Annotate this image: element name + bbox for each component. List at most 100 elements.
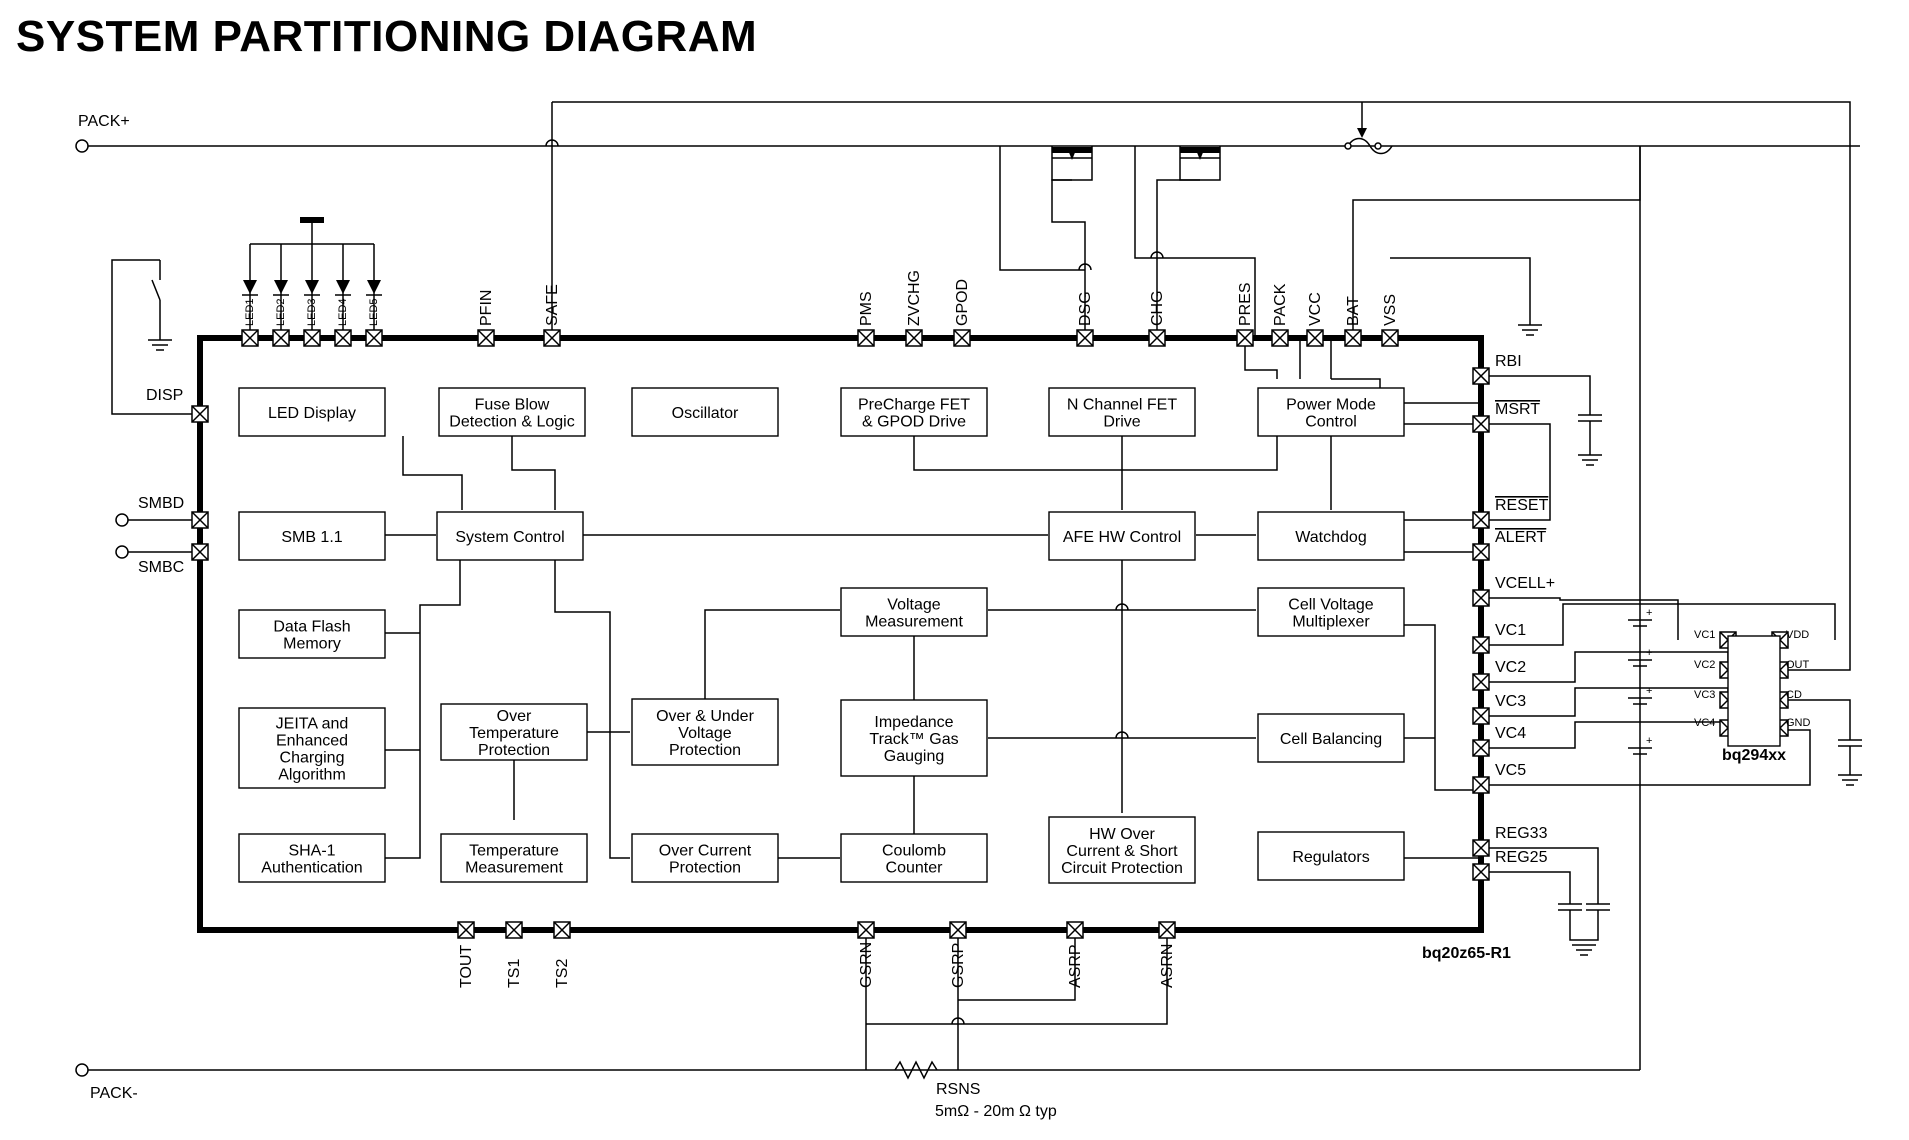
chip-body <box>197 335 1484 933</box>
pin-label-ts2: TS2 <box>554 959 571 988</box>
led-icon <box>243 280 257 294</box>
block-cell-balancing <box>1257 713 1405 763</box>
pin-label-vc2: VC2 <box>1495 659 1526 676</box>
pin-vc3-x2 <box>1472 707 1490 725</box>
vc5-line <box>1481 729 1811 786</box>
pin-led2-x2 <box>272 329 290 347</box>
battery-polarity: + <box>1646 607 1652 619</box>
block-fuse-blow-label: Fuse Blow <box>475 397 550 414</box>
rsns-resistor-icon <box>894 1060 938 1080</box>
pin-ts1-x2 <box>505 921 523 939</box>
block-nchannel <box>1048 387 1196 437</box>
block-over-current-label: Protection <box>669 860 741 877</box>
block-coulomb <box>840 833 988 883</box>
external-components <box>75 128 1862 1080</box>
pin-led3-x2 <box>303 329 321 347</box>
pin-label-ts1: TS1 <box>506 959 523 988</box>
pin-zvchg-x2 <box>905 329 923 347</box>
battery-polarity: + <box>1646 647 1652 659</box>
block-data-flash-label: Memory <box>283 636 341 653</box>
pin-pfin-x2 <box>477 329 495 347</box>
pin-label-vc5: VC5 <box>1495 762 1526 779</box>
cd-line <box>1780 699 1851 740</box>
block-jeita-label: Enhanced <box>276 733 348 750</box>
block-precharge-label: & GPOD Drive <box>862 414 966 431</box>
pin-bat-x2 <box>1344 329 1362 347</box>
block-jeita-label: JEITA and <box>276 716 349 733</box>
pin-vc2-x2 <box>1472 673 1490 691</box>
pin-gsrn-x2 <box>857 921 875 939</box>
block-voltage-measurement-label: Voltage <box>887 597 940 614</box>
block-system-control <box>436 511 584 561</box>
block-led-display <box>238 387 386 437</box>
block-over-under-voltage <box>631 698 779 766</box>
block-over-under-voltage-label: Over & Under <box>656 708 754 725</box>
pin-label-tout: TOUT <box>458 945 475 988</box>
block-impedance-label: Gauging <box>884 748 945 765</box>
pin-label-alert: ALERT <box>1495 529 1547 546</box>
monitor-pin-label: VC3 <box>1694 689 1715 701</box>
block-temperature-measurement <box>440 833 588 883</box>
pin-label-led3: LED3 <box>306 298 318 326</box>
smbc-label: SMBC <box>138 559 184 576</box>
block-sha1-label: Authentication <box>261 860 362 877</box>
block-over-under-voltage-label: Protection <box>669 742 741 759</box>
pin-label-vss: VSS <box>1382 294 1399 326</box>
pin-led1-x2 <box>241 329 259 347</box>
pin-label-bat: BAT <box>1345 296 1362 326</box>
fet-bridge <box>999 146 1085 271</box>
rsns-label: RSNS <box>936 1081 980 1098</box>
fuse-terminal <box>1344 142 1352 150</box>
pin-led4-x2 <box>334 329 352 347</box>
chg-crossover <box>1150 251 1164 259</box>
block-power-mode-label: Control <box>1305 414 1357 431</box>
pin-label-chg: CHG <box>1149 290 1166 326</box>
monitor-pin-label: VC1 <box>1694 629 1715 641</box>
pin-label-asrp: ASRP <box>1067 944 1084 988</box>
block-power-mode <box>1257 387 1405 437</box>
pack-minus-terminal <box>75 1063 89 1077</box>
pin-alert-x2 <box>1472 543 1490 561</box>
charge-fet-arrow-icon <box>1196 150 1204 160</box>
block-coulomb-label: Counter <box>886 860 944 877</box>
pres-powermode <box>1244 338 1278 379</box>
dsg-gate <box>1051 179 1086 338</box>
pin-pms-x2 <box>857 329 875 347</box>
led-icon <box>305 280 319 294</box>
pin-gpod-x2 <box>953 329 971 347</box>
chip-outline <box>197 335 1484 933</box>
block-nchannel-label: Drive <box>1103 414 1140 431</box>
diagram-title: SYSTEM PARTITIONING DIAGRAM <box>16 12 758 61</box>
pin-asrn-x2 <box>1158 921 1176 939</box>
reg-gnd <box>1569 910 1599 941</box>
block-over-under-voltage-label: Voltage <box>678 725 731 742</box>
pin-led5-x2 <box>365 329 383 347</box>
block-hw-over-label: HW Over <box>1089 826 1155 843</box>
monitor-pin-label: CD <box>1786 689 1802 701</box>
pin-ts2-x2 <box>553 921 571 939</box>
block-regulators <box>1257 831 1405 881</box>
pin-label-msrt: MSRT <box>1495 401 1540 418</box>
pin-label-pfin: PFIN <box>478 290 495 326</box>
block-watchdog <box>1257 511 1405 561</box>
dsg-crossover <box>1078 263 1092 271</box>
pin-label-led1: LED1 <box>244 298 256 326</box>
block-impedance-label: Impedance <box>874 714 953 731</box>
pin-label-led4: LED4 <box>337 298 349 326</box>
block-fuse-blow <box>438 387 586 437</box>
pin-asrp-x2 <box>1066 921 1084 939</box>
chip-pins <box>191 329 1789 939</box>
block-data-flash <box>238 609 386 659</box>
monitor-pin-label: VC2 <box>1694 659 1715 671</box>
asrn-line <box>866 930 1168 1025</box>
safe-line <box>552 101 1851 671</box>
pin-chg-x2 <box>1148 329 1166 347</box>
chip-label: bq20z65-R1 <box>1422 945 1511 962</box>
chg-gate <box>1156 179 1200 338</box>
led-icon <box>367 280 381 294</box>
pin-label-gpod: GPOD <box>954 279 971 326</box>
block-over-current <box>631 833 779 883</box>
block-cell-voltage-mux-label: Cell Voltage <box>1288 597 1373 614</box>
pin-vc4-x2 <box>1472 739 1490 757</box>
